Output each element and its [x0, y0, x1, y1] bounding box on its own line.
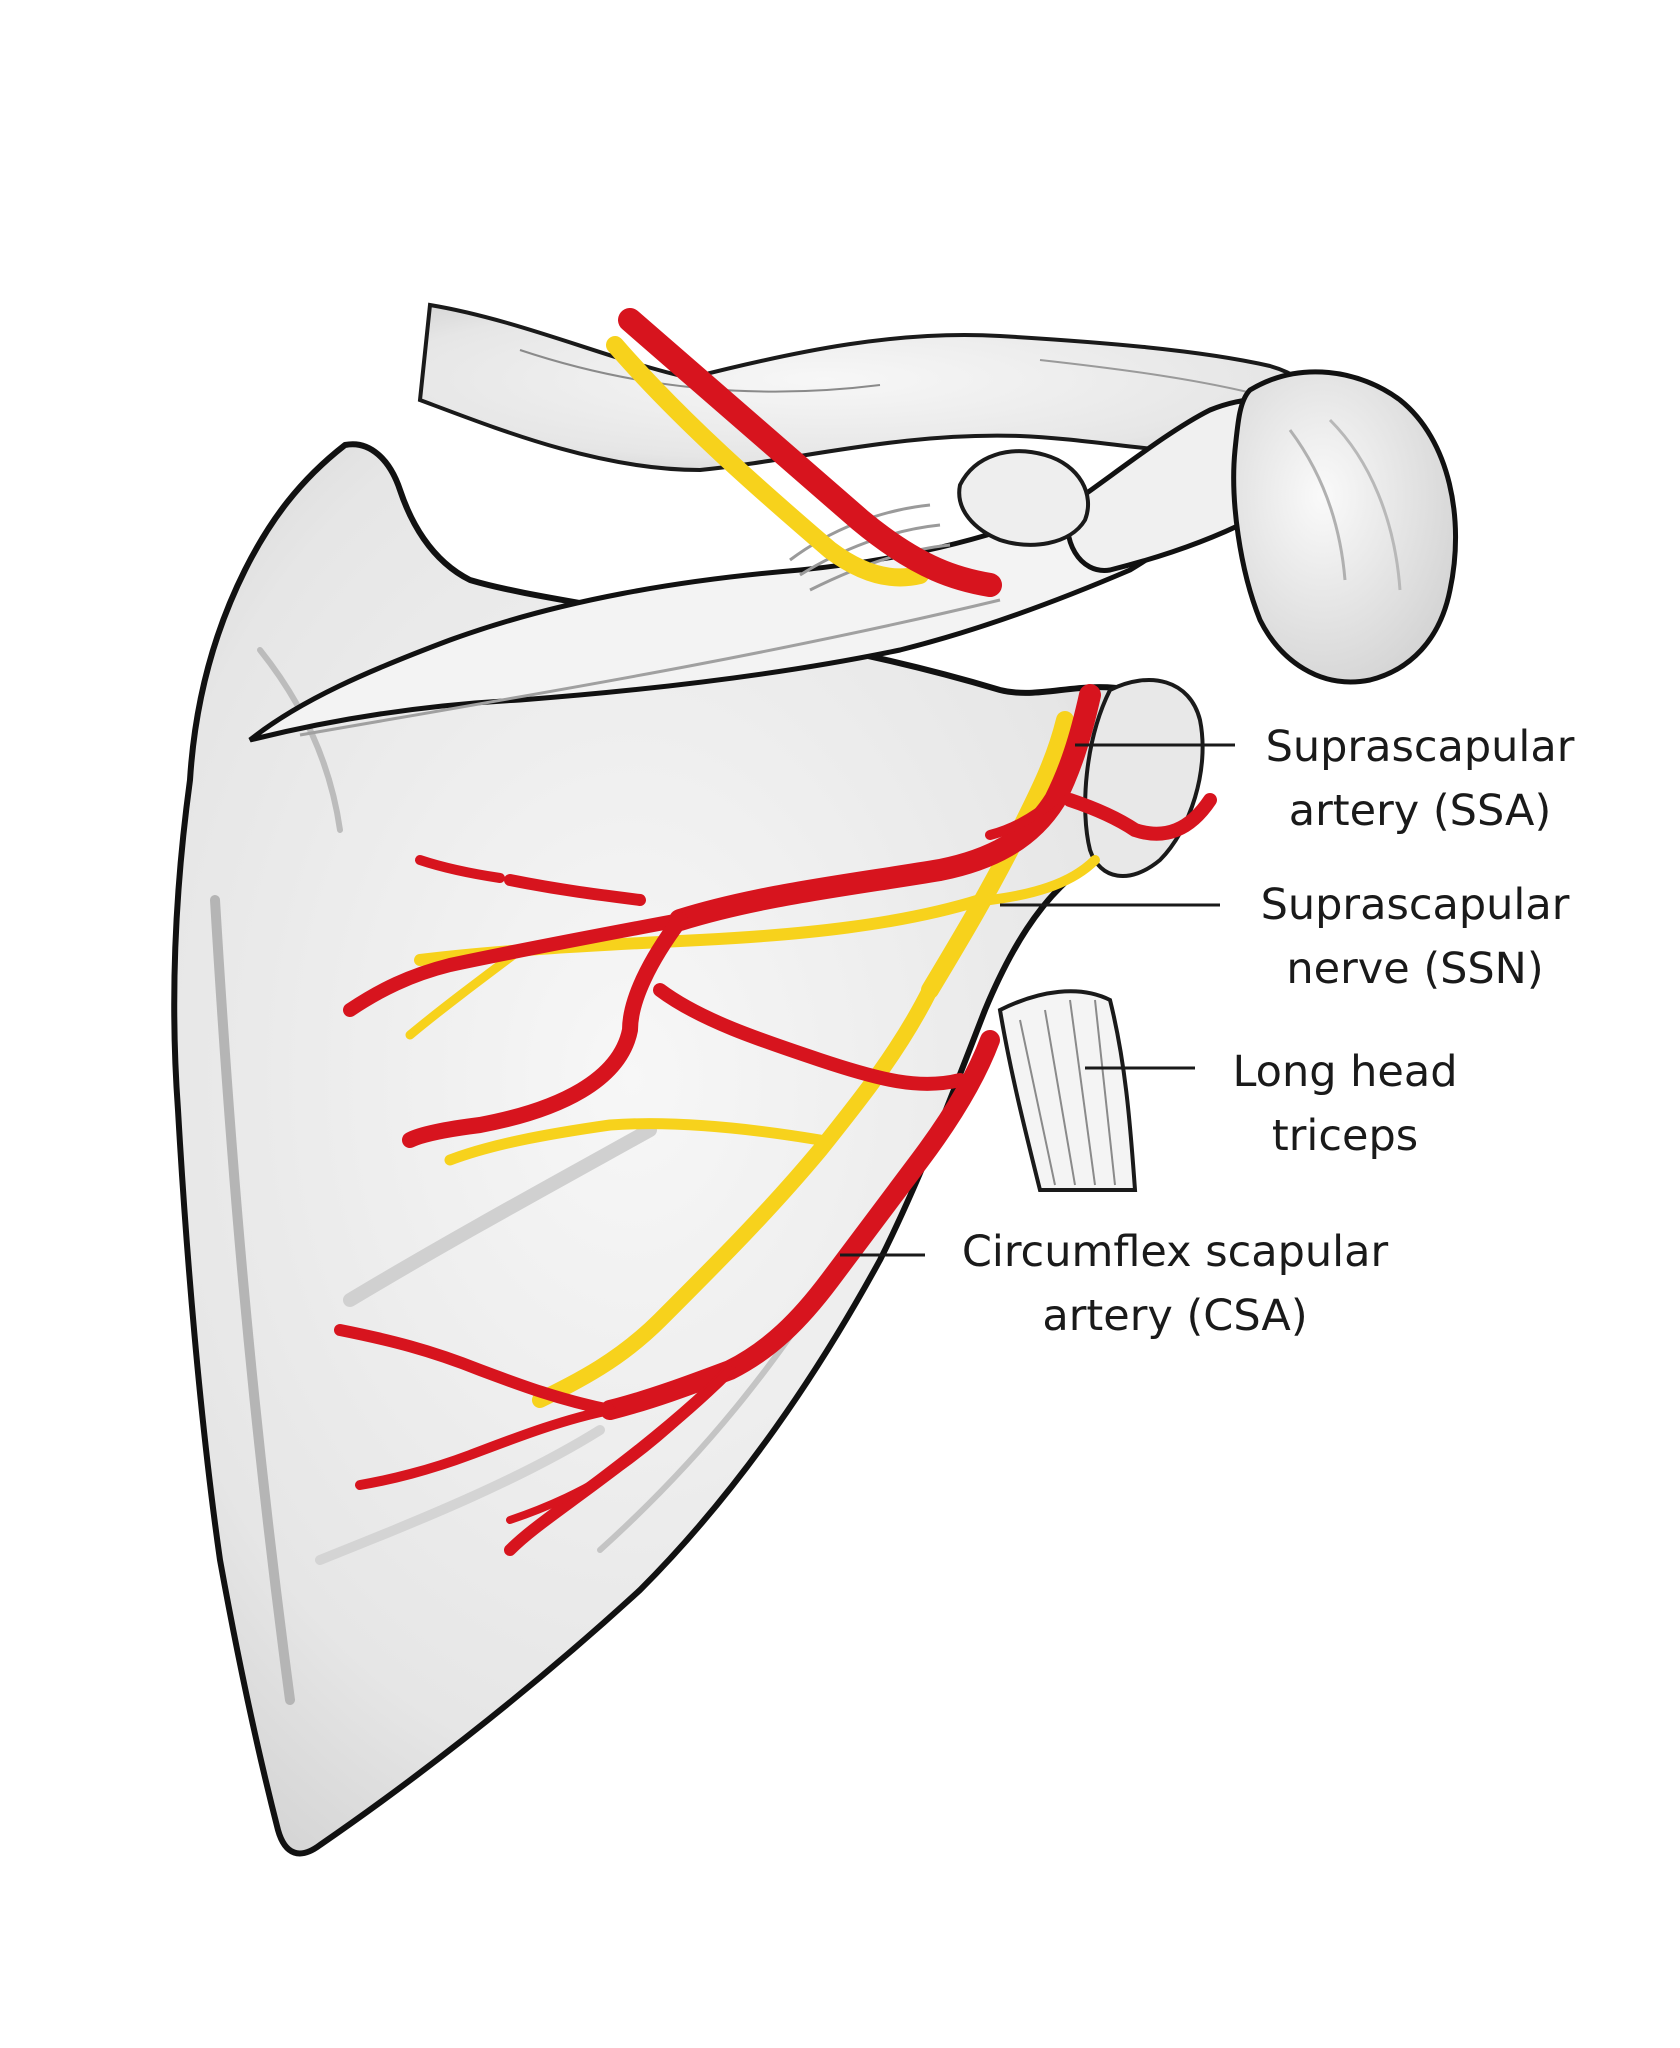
csa-label: Circumflex scapular artery (CSA) — [915, 1220, 1435, 1348]
glenoid — [1083, 678, 1205, 878]
lht-label: Long head triceps — [1185, 1040, 1505, 1168]
ssn-label-line2: nerve (SSN) — [1286, 944, 1544, 994]
long-head-triceps — [997, 989, 1138, 1192]
csa-label-line2: artery (CSA) — [1042, 1291, 1308, 1341]
humeral-head — [1231, 369, 1459, 685]
circumflex-scapular-artery — [334, 1030, 1000, 1556]
ssa-label: Suprascapular artery (SSA) — [1230, 715, 1610, 843]
ssn-label-line1: Suprascapular — [1260, 880, 1570, 930]
leader-lines — [840, 743, 1235, 1257]
csa-label-line1: Circumflex scapular — [961, 1227, 1389, 1277]
suprascapular-artery — [343, 308, 1217, 1148]
ssa-label-line2: artery (SSA) — [1288, 786, 1552, 836]
coracoid-process — [789, 449, 1091, 592]
lht-label-line2: triceps — [1271, 1111, 1419, 1161]
ssa-label-line1: Suprascapular — [1265, 722, 1575, 772]
ssn-label: Suprascapular nerve (SSN) — [1215, 873, 1615, 1001]
lht-label-line1: Long head — [1232, 1047, 1458, 1097]
